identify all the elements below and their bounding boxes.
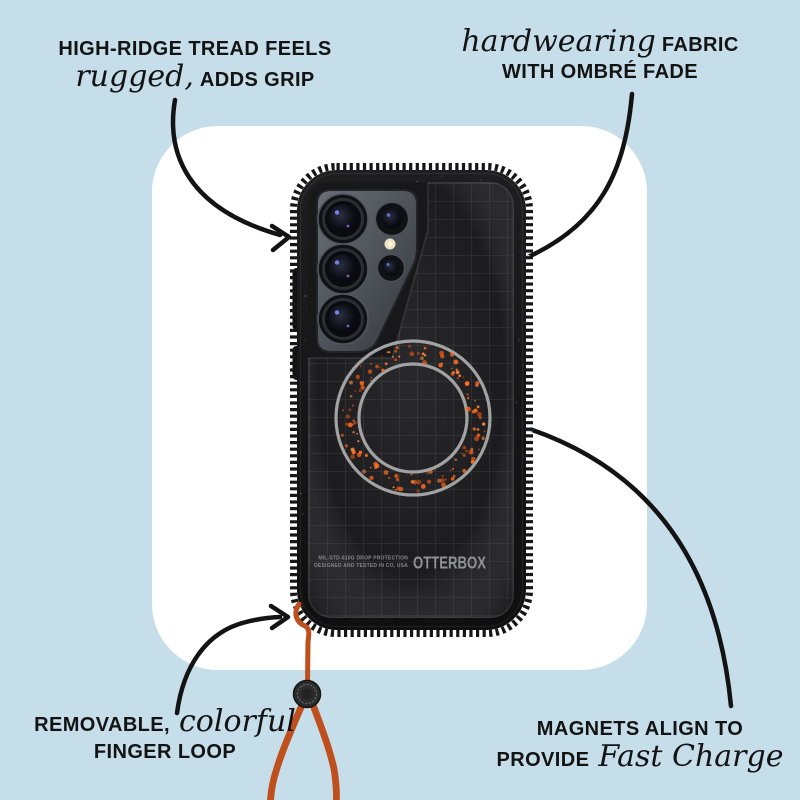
otterbox-logo-text: OTTERBOX <box>413 553 486 573</box>
callout-tread: HIGH-RIDGE TREAD FEELS rugged,ADDS GRIP <box>30 36 360 94</box>
lens-large-2 <box>317 243 369 295</box>
callout-loop-line1: REMOVABLE,colorful <box>34 704 296 739</box>
magsafe-ring <box>334 339 492 497</box>
lanyard-toggle <box>292 679 322 709</box>
camera-lenses <box>317 193 410 345</box>
tread-arrow-icon <box>170 97 292 253</box>
lens-medium <box>374 201 410 237</box>
lanyard-cord-left <box>267 701 306 800</box>
callout-tread-line1: HIGH-RIDGE TREAD FEELS <box>58 38 332 60</box>
callout-tread-line2: rugged,ADDS GRIP <box>75 59 315 94</box>
loop-arrow-icon <box>174 603 291 716</box>
callout-loop: REMOVABLE,colorful FINGER LOOP <box>10 704 320 766</box>
lanyard-cord-upper <box>293 601 312 685</box>
fineprint-line2: DESIGNED AND TESTED IN CO, USA <box>314 563 408 569</box>
flash-led <box>384 238 396 250</box>
lens-large-3 <box>317 293 369 345</box>
lens-small <box>376 253 406 283</box>
fineprint-line1: MIL-STD-810G DROP PROTECTION <box>318 556 408 562</box>
tread-edge <box>290 163 533 637</box>
phone-case: OTTERBOX MIL-STD-810G DROP PROTECTION DE… <box>290 163 533 637</box>
callout-fabric-line2: WITH OMBRÉ FADE <box>502 61 698 83</box>
callout-loop-line2: FINGER LOOP <box>93 741 237 763</box>
finger-loop-lanyard <box>267 601 340 800</box>
lanyard-cord-right <box>309 701 340 800</box>
ring-orange-speckles <box>340 344 486 493</box>
lens-large-1 <box>317 193 369 245</box>
callout-magnets-line1: MAGNETS ALIGN TO <box>536 718 744 740</box>
